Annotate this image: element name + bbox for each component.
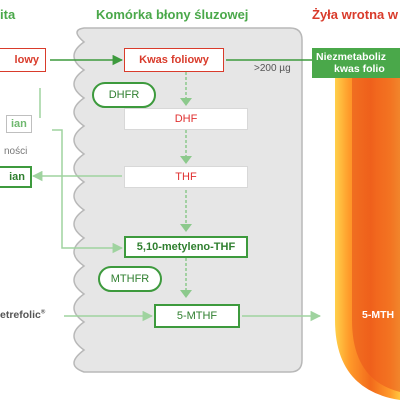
mthf-box: 5-MTHF	[154, 304, 240, 328]
left-label-2: ności	[4, 146, 28, 157]
header-left-fragment: ita	[0, 7, 16, 22]
left-green-box: ian	[0, 166, 32, 188]
vein-unmetabolized-line2: kwas folio	[334, 63, 385, 75]
methylene-thf-box: 5,10-metyleno-THF	[124, 236, 248, 258]
dose-label: >200 µg	[254, 63, 291, 74]
step-arrowhead-2	[180, 156, 192, 164]
vein-unmetabolized-line1: Niezmetaboliz	[316, 51, 387, 63]
step-arrowhead-1	[180, 98, 192, 106]
thf-box: THF	[124, 166, 248, 188]
left-folic-acid-box: lowy	[0, 48, 46, 72]
dhf-box: DHF	[124, 108, 248, 130]
vein-mthf-label: 5-MTH	[362, 309, 395, 321]
dhfr-enzyme: DHFR	[92, 82, 156, 108]
header-portal-vein: Żyła wrotna w	[312, 7, 398, 22]
step-arrowhead-3	[180, 224, 192, 232]
vein-unmetabolized-box: Niezmetaboliz kwas folio	[312, 48, 400, 78]
brand-text: etrefolic	[0, 309, 41, 321]
header-mucosa-cell: Komórka błony śluzowej	[96, 7, 249, 22]
step-arrowhead-4	[180, 290, 192, 298]
portal-vein-core	[352, 60, 400, 392]
line-left-to-methylene	[52, 129, 124, 254]
left-label-1: ian	[6, 115, 32, 133]
brand-label: etrefolic®	[0, 309, 46, 321]
mthfr-enzyme: MTHFR	[98, 266, 162, 292]
folic-acid-box: Kwas foliowy	[124, 48, 224, 72]
